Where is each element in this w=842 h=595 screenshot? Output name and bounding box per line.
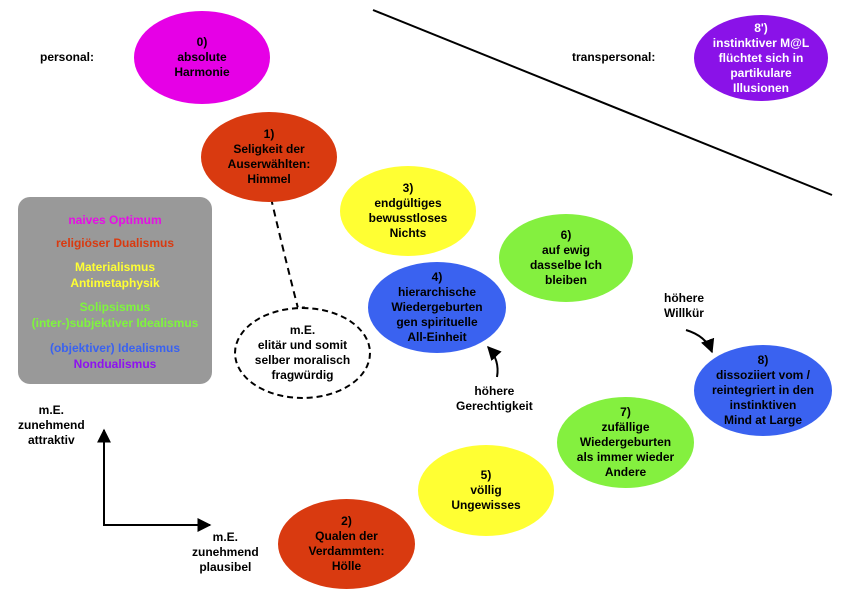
legend-nondualism: Nondualismus: [73, 357, 157, 371]
legend-materialism: Materialismus: [74, 260, 156, 274]
node-1-heaven: 1) Seligkeit der Auserwählten: Himmel: [201, 112, 337, 202]
node-3-nothingness: 3) endgültiges bewusstloses Nichts: [340, 166, 476, 256]
node-8prime-instinctive-mal: 8') instinktiver M@L flüchtet sich in pa…: [694, 15, 828, 101]
node-7-random-rebirths: 7) zufällige Wiedergeburten als immer wi…: [557, 397, 694, 488]
divider-line: [372, 9, 833, 196]
legend-box: naives Optimum religiöser Dualismus Mate…: [18, 197, 212, 384]
node-0-text: 0) absolute Harmonie: [174, 35, 230, 79]
legend-intersubjective-idealism: (inter-)subjektiver Idealismus: [31, 316, 199, 330]
node-8-text: 8) dissoziiert vom / reintegriert in den…: [711, 353, 815, 427]
node-2-text: 2) Qualen der Verdammten: Hölle: [308, 514, 385, 573]
legend-objective-idealism: (objektiver) Idealismus: [49, 341, 181, 355]
legend-naive-optimum: naives Optimum: [68, 213, 162, 227]
legend-antimetaphysics: Antimetaphysik: [70, 276, 160, 290]
node-3-text: 3) endgültiges bewusstloses Nichts: [368, 181, 448, 240]
y-axis-label: m.E. zunehmend attraktiv: [18, 403, 85, 447]
node-0-absolute-harmony: 0) absolute Harmonie: [134, 11, 270, 104]
gerechtigkeit-arrow: [487, 345, 502, 378]
node-2-hell: 2) Qualen der Verdammten: Hölle: [278, 499, 415, 589]
node-7-text: 7) zufällige Wiedergeburten als immer wi…: [576, 405, 675, 479]
node-8-mind-at-large: 8) dissoziiert vom / reintegriert in den…: [694, 345, 832, 436]
legend-solipsism: Solipsismus: [79, 300, 151, 314]
node-6-same-self: 6) auf ewig dasselbe Ich bleiben: [499, 214, 633, 302]
node-8prime-text: 8') instinktiver M@L flüchtet sich in pa…: [712, 20, 810, 95]
node-me-elitist: m.E. elitär und somit selber moralisch f…: [234, 307, 371, 399]
legend-religious-dualism: religiöser Dualismus: [55, 236, 175, 250]
x-axis-label: m.E. zunehmend plausibel: [192, 530, 259, 574]
node-4-text: 4) hierarchische Wiedergeburten gen spir…: [391, 270, 483, 344]
node-me-text: m.E. elitär und somit selber moralisch f…: [254, 323, 351, 382]
node-4-hierarchical-rebirths: 4) hierarchische Wiedergeburten gen spir…: [368, 262, 506, 353]
dashed-arrow: [270, 197, 305, 322]
node-1-text: 1) Seligkeit der Auserwählten: Himmel: [227, 127, 311, 186]
higher-arbitrariness-label: höhere Willkür: [664, 291, 705, 320]
node-5-uncertain: 5) völlig Ungewisses: [418, 445, 554, 536]
transpersonal-label: transpersonal:: [572, 50, 656, 64]
higher-justice-label: höhere Gerechtigkeit: [456, 384, 533, 413]
willkuer-arrow: [685, 329, 715, 354]
node-6-text: 6) auf ewig dasselbe Ich bleiben: [529, 228, 603, 287]
personal-label: personal:: [40, 50, 95, 64]
node-5-text: 5) völlig Ungewisses: [451, 468, 521, 512]
